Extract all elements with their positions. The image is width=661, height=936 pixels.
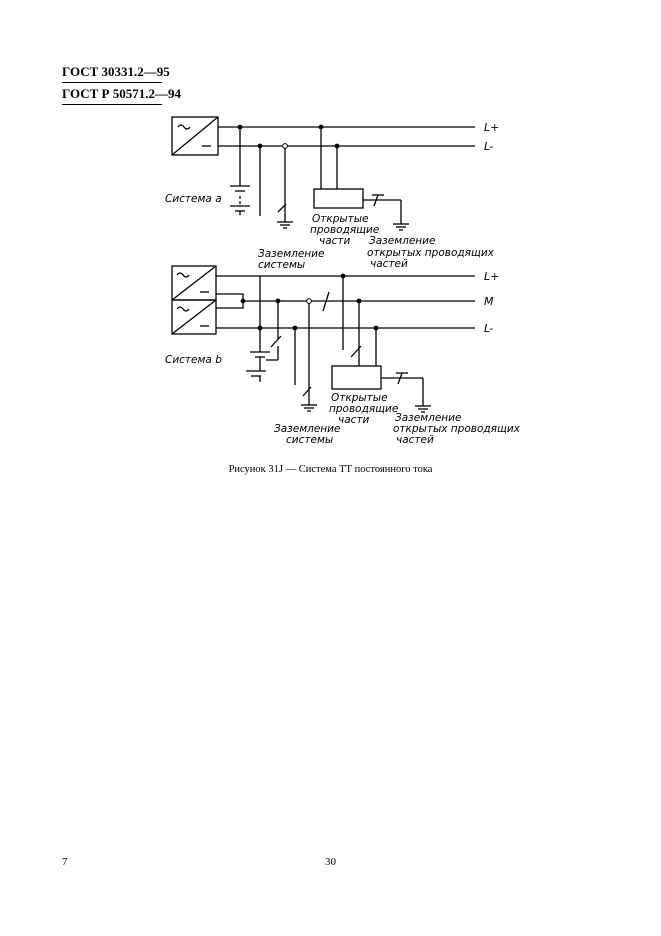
system-earthing-a <box>259 146 293 229</box>
parts-earthing-a-line-1: Заземление <box>369 235 435 247</box>
system-earthing-b-line-1: Заземление <box>274 423 340 435</box>
label-l-plus-a: L+ <box>484 121 499 134</box>
page-number-left: 7 <box>62 856 68 868</box>
parts-earthing-b-line-1: Заземление <box>395 412 461 424</box>
label-l-minus-a: L- <box>484 140 493 153</box>
standard-number-1: ГОСТ 30331.2—95 <box>62 64 170 79</box>
switch-b <box>266 301 282 361</box>
figure-caption: Рисунок 31J — Система ТТ постоянного ток… <box>228 464 433 475</box>
system-earthing-a-line-2: системы <box>258 259 305 271</box>
system-b <box>171 265 475 413</box>
exposed-parts-b-line-3: части <box>338 414 370 426</box>
tt-dc-system-diagram: L+ L- L+ M L- Система a Открытые проводя… <box>165 116 521 446</box>
parts-earthing-b-line-3: частей <box>396 434 434 446</box>
junctions-a <box>237 124 340 149</box>
m-line-break-mark <box>322 291 330 312</box>
label-m-b: M <box>484 295 494 308</box>
label-l-minus-b: L- <box>484 322 493 335</box>
battery-a <box>230 127 250 215</box>
page-number-center: 30 <box>325 856 336 868</box>
dc-source-b-upper <box>171 265 217 301</box>
exposed-parts-a-line-3: части <box>319 235 351 247</box>
system-earthing-a-line-1: Заземление <box>258 248 324 260</box>
system-a <box>171 116 475 231</box>
label-l-plus-b: L+ <box>484 270 499 283</box>
system-a-title: Система a <box>165 193 222 205</box>
exposed-parts-a-line-1: Открытые <box>312 213 369 225</box>
dc-source-a <box>171 116 219 156</box>
battery-b <box>246 276 270 382</box>
standard-number-2: ГОСТ Р 50571.2—94 <box>62 86 181 101</box>
parts-earthing-a-line-3: частей <box>370 258 408 270</box>
system-b-title: Система b <box>165 354 222 366</box>
header-rule-2 <box>62 104 162 105</box>
exposed-parts-a <box>313 127 409 231</box>
parts-earthing-b-line-2: открытых проводящих <box>393 423 521 435</box>
midpoint-link-b <box>216 293 244 309</box>
header-rule-1 <box>62 82 162 83</box>
junctions-b <box>240 273 379 331</box>
system-earthing-b <box>294 301 317 412</box>
system-earthing-b-line-2: системы <box>286 434 333 446</box>
exposed-parts-b <box>331 276 431 413</box>
exposed-parts-a-line-2: проводящие <box>310 224 379 236</box>
dc-source-b-lower <box>171 299 217 335</box>
exposed-parts-b-line-1: Открытые <box>331 392 388 404</box>
parts-earthing-a-line-2: открытых проводящих <box>367 247 495 259</box>
exposed-parts-b-line-2: проводящие <box>329 403 398 415</box>
